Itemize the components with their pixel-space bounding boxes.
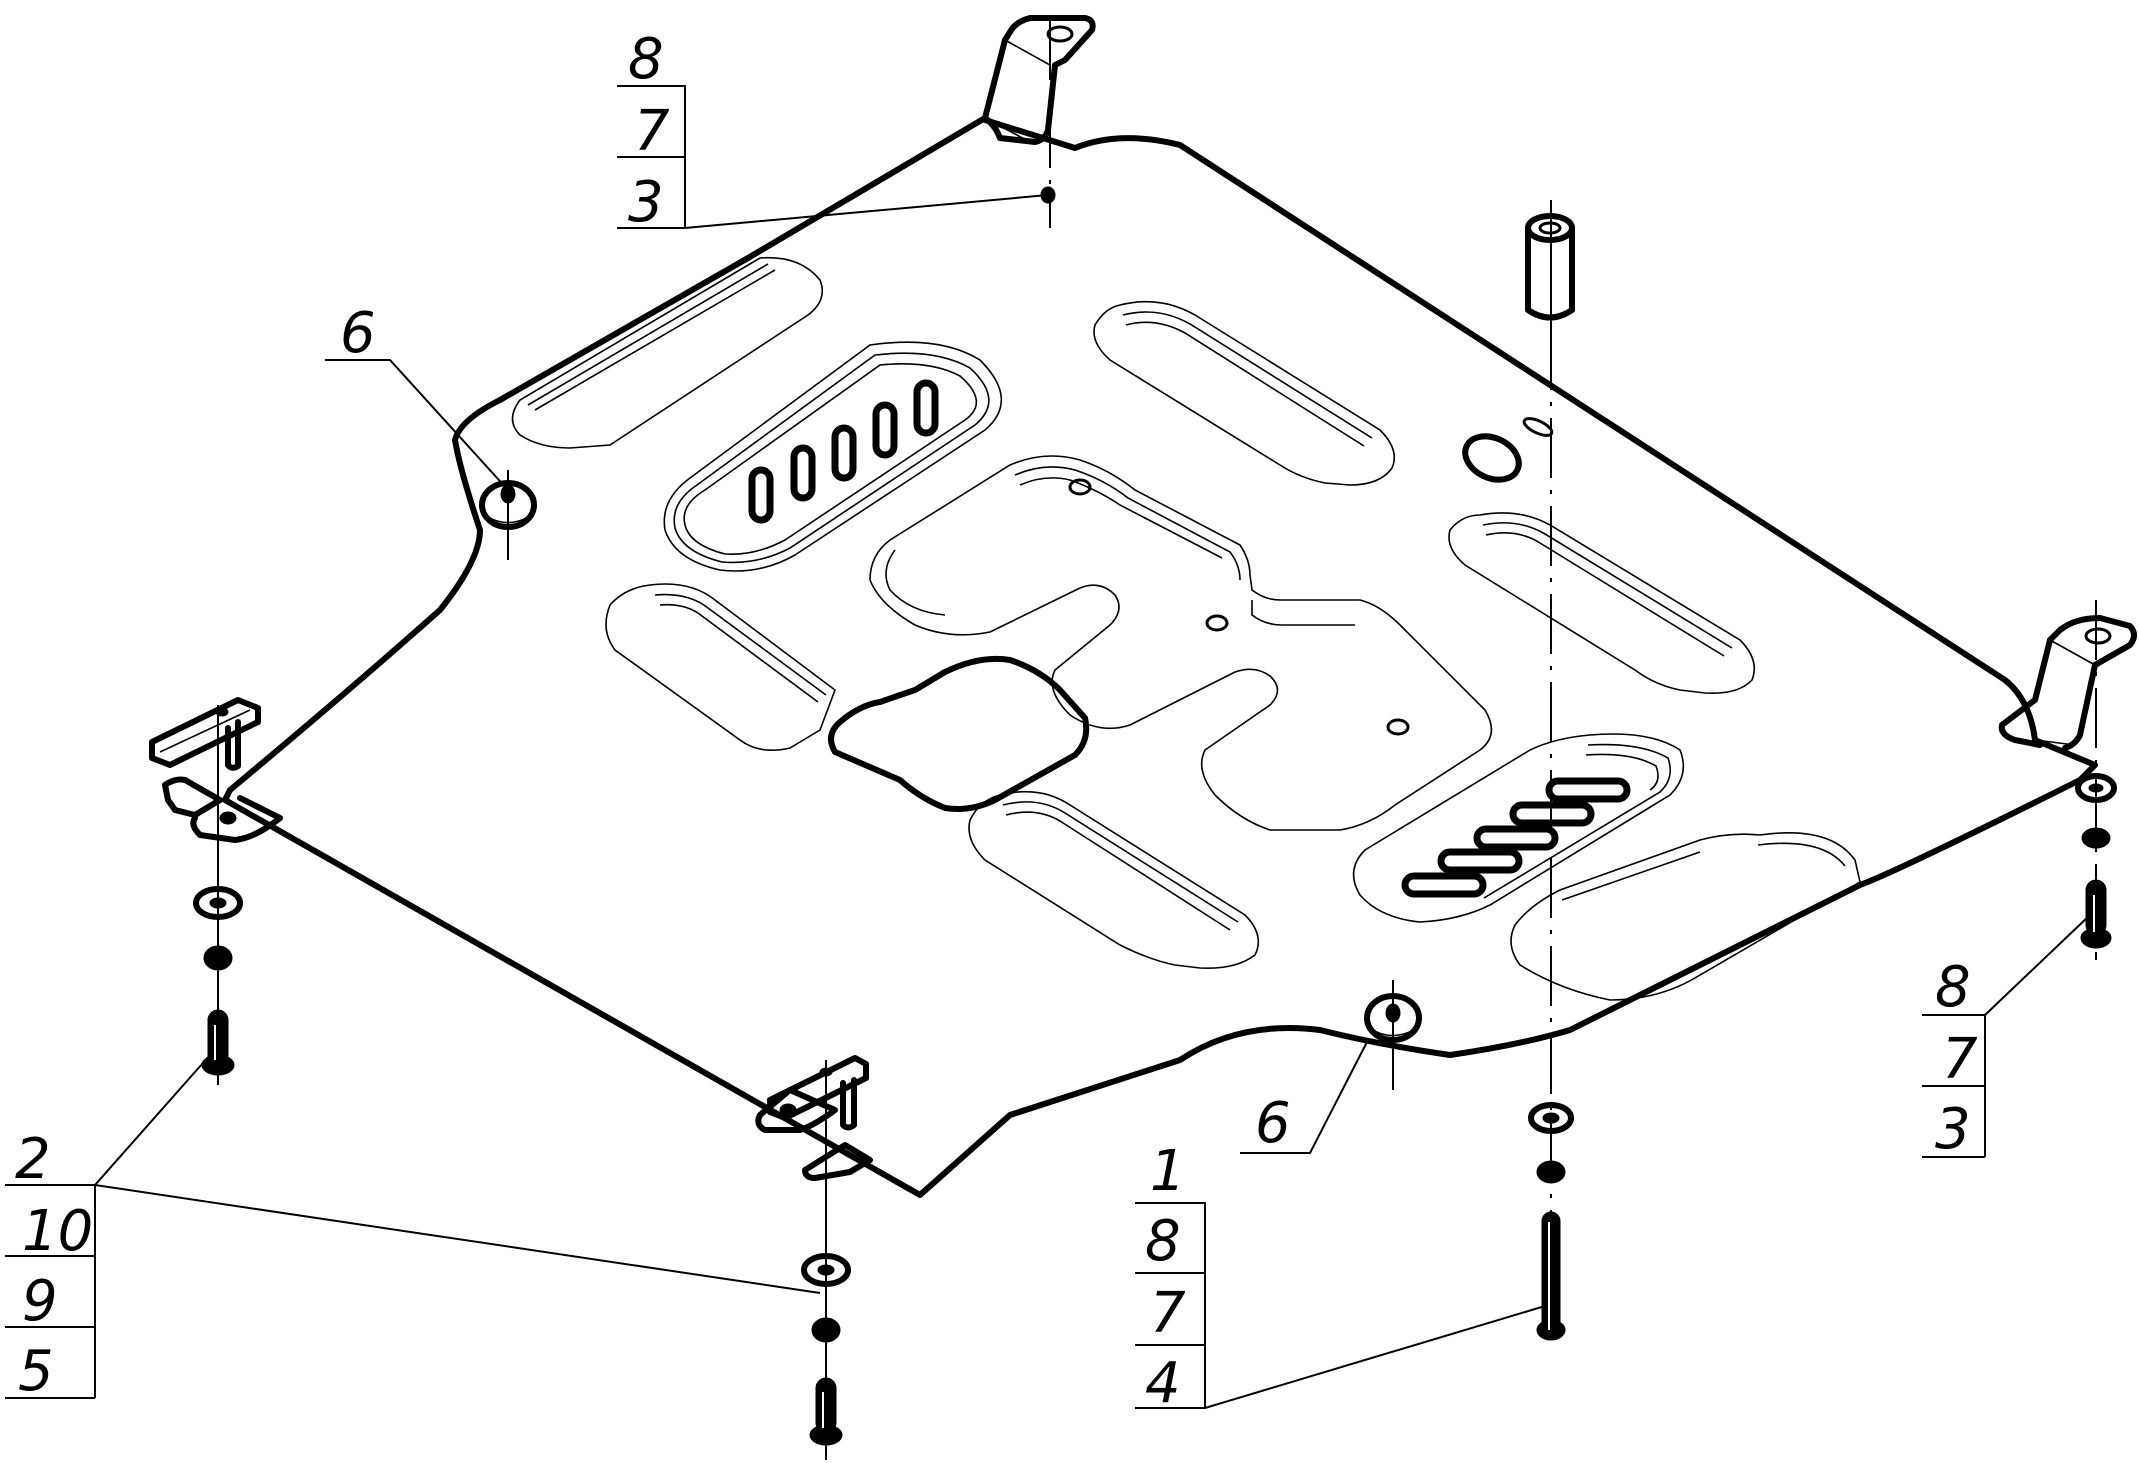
- left-clip: [149, 697, 261, 771]
- callout-upper-left: 6: [325, 301, 390, 366]
- callout-number: 8: [1145, 1209, 1181, 1274]
- callout-number: 9: [22, 1269, 58, 1334]
- rib-right-middle: [1448, 512, 1756, 695]
- callout-number: 7: [634, 99, 670, 164]
- bottom-clip: [767, 1055, 869, 1131]
- small-hole: [1068, 478, 1092, 496]
- bolt: [2085, 879, 2107, 936]
- callout-number: 7: [1150, 1281, 1186, 1346]
- skid-plate: [162, 15, 2137, 1198]
- fastener-stack-bottom: [801, 1253, 851, 1446]
- callout-bottom-center-single: 6: [1240, 1091, 1310, 1156]
- rib-top-left: [511, 256, 824, 449]
- rib-lower-right: [1510, 832, 1861, 1001]
- callout-bottom-left: 2 10 9 5: [5, 1127, 96, 1404]
- callout-number: 3: [628, 170, 664, 235]
- washer: [2075, 773, 2117, 803]
- fastener-stack-center-long-bolt: [1528, 1102, 1574, 1341]
- washer: [801, 1253, 851, 1287]
- top-mounting-bracket: [982, 15, 1096, 145]
- washer: [1528, 1102, 1574, 1134]
- callout-number: 8: [628, 27, 664, 92]
- stiffener-ribs: [511, 256, 1861, 1001]
- left-mounting-bracket: [162, 776, 283, 843]
- nut: [811, 1317, 841, 1343]
- rib-with-vertical-slots: [663, 341, 1003, 572]
- callout-number: 6: [1255, 1091, 1291, 1156]
- callout-top-left: 8 7 3: [617, 27, 686, 235]
- plate-cutouts: [828, 417, 1554, 812]
- fastener-stack-right: [2075, 773, 2117, 949]
- callout-number: 1: [1150, 1139, 1186, 1204]
- right-mounting-bracket: [1998, 615, 2137, 751]
- rib-top-right: [1093, 300, 1396, 486]
- center-access-hatch: [828, 655, 1090, 812]
- nut: [203, 945, 233, 971]
- nut: [2081, 827, 2111, 849]
- callout-number: 10: [22, 1199, 93, 1264]
- callout-number: 5: [18, 1339, 54, 1404]
- rib-lower-left: [605, 583, 836, 751]
- plate-outline: [222, 115, 2098, 1198]
- callout-number: 6: [340, 301, 376, 366]
- rib-center-lower: [968, 790, 1260, 970]
- long-bolt: [1541, 1211, 1561, 1338]
- callout-number: 2: [15, 1127, 51, 1192]
- callout-number: 4: [1145, 1351, 1181, 1416]
- nut: [1536, 1160, 1566, 1184]
- callout-number: 8: [1935, 955, 1971, 1020]
- callout-bottom-center: 1 8 7 4: [1135, 1139, 1206, 1416]
- small-hole: [1205, 614, 1229, 632]
- washer: [193, 886, 243, 920]
- callout-number: 3: [1935, 1097, 1971, 1162]
- small-hole: [1386, 718, 1410, 736]
- rib-center-s-shape: [869, 455, 1493, 831]
- fastener-stack-left: [193, 886, 243, 1076]
- callout-right: 8 7 3: [1922, 955, 1986, 1162]
- callout-number: 7: [1942, 1027, 1978, 1092]
- oval-hole: [1462, 433, 1522, 483]
